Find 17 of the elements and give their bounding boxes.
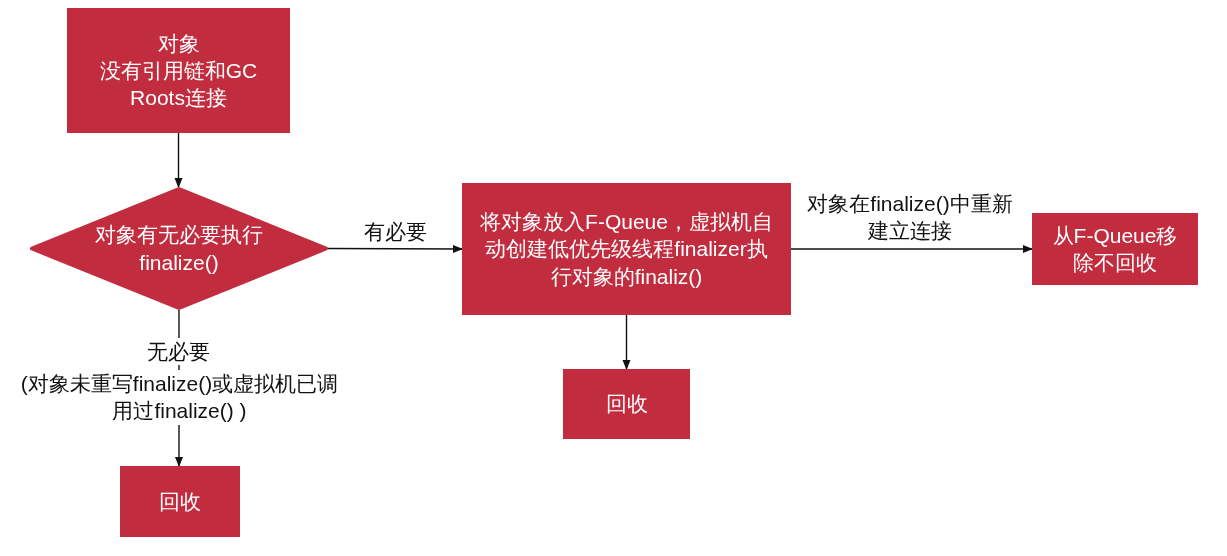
arrow <box>327 244 463 253</box>
node-text: 回收 <box>605 391 648 418</box>
arrow <box>622 314 631 370</box>
process-box <box>563 369 690 439</box>
process-box <box>462 183 791 315</box>
node-text: 没有引用链和GC Roots连接 <box>98 57 259 112</box>
arrow <box>174 132 183 188</box>
arrow <box>790 245 1033 253</box>
node-text: 从F-Queue移除不回收 <box>1051 222 1179 276</box>
decision-diamond <box>30 187 328 310</box>
process-box <box>1032 213 1198 285</box>
process-box <box>67 8 290 133</box>
node-text: 对象 <box>157 30 200 57</box>
node-text: 对象有无必要执行finalize() <box>94 222 264 276</box>
node-text: 回收 <box>159 488 201 515</box>
node-text: 将对象放入F-Queue，虚拟机自动创建低优先级线程finalizer执行对象的finaliz() <box>479 209 774 290</box>
process-box <box>120 466 240 537</box>
